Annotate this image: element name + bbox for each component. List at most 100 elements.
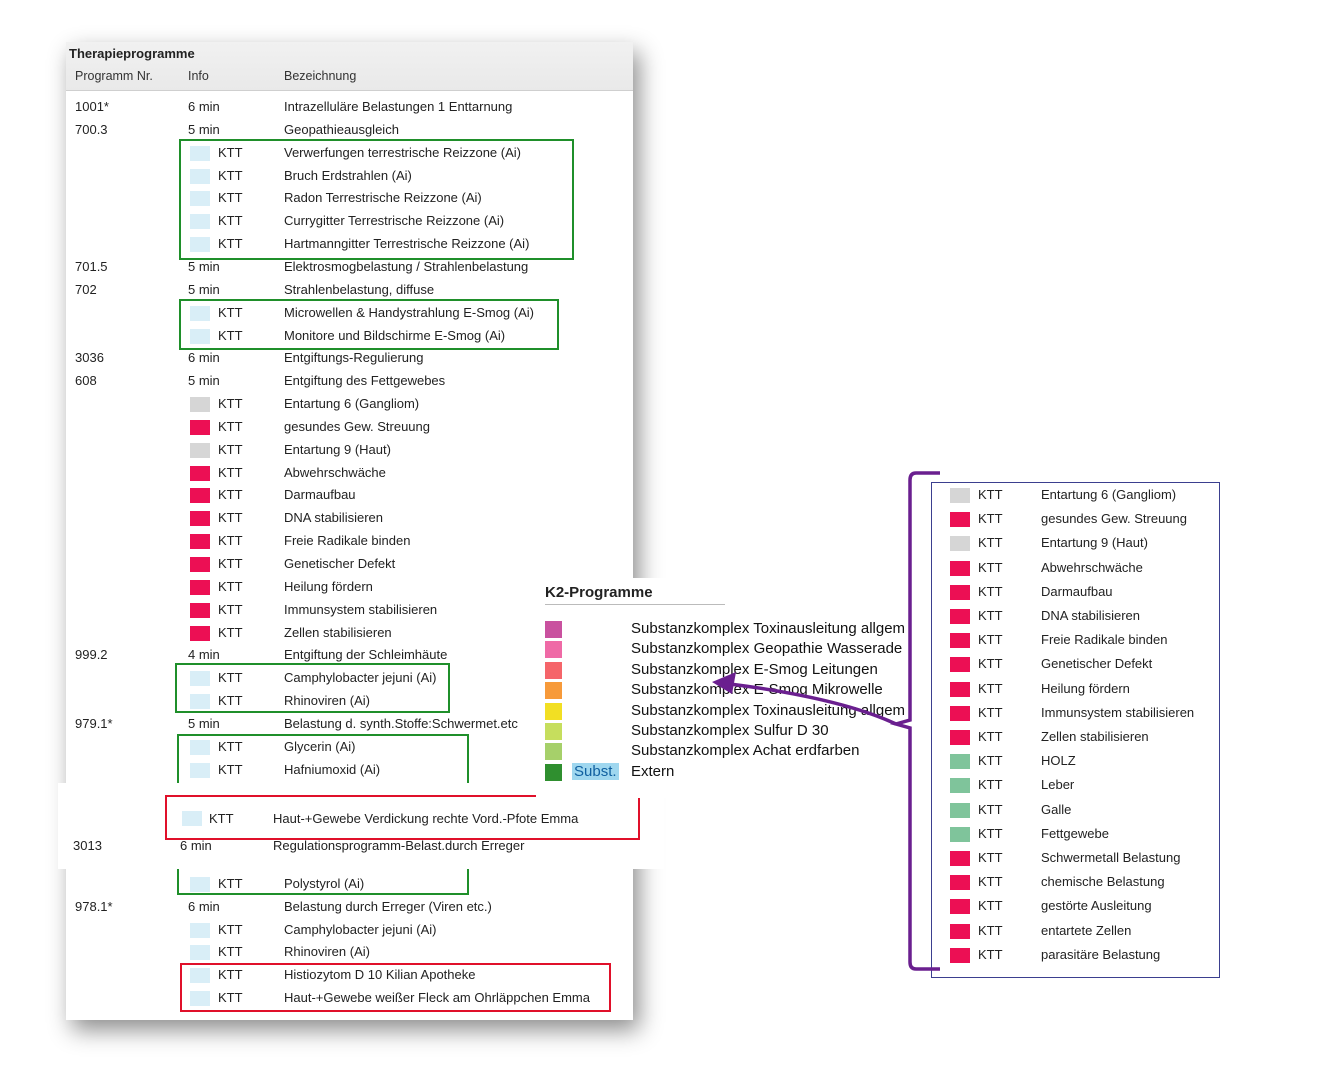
row-info: 5 min bbox=[188, 258, 220, 274]
sheet-header bbox=[66, 42, 633, 91]
row-info: KTT bbox=[978, 922, 1003, 938]
row-name: Geopathieausgleich bbox=[284, 121, 399, 137]
row-info: KTT bbox=[978, 777, 1003, 793]
row-nr: 978.1* bbox=[75, 898, 113, 914]
row-name: Immunsystem stabilisieren bbox=[1041, 704, 1195, 720]
row-name: gestörte Ausleitung bbox=[1041, 898, 1152, 914]
row-nr: 700.3 bbox=[75, 121, 108, 137]
swatch-pink-icon bbox=[950, 923, 970, 939]
row-name: Leber bbox=[1041, 777, 1075, 793]
row-name: Freie Radikale binden bbox=[1041, 632, 1168, 648]
group-box-esmog bbox=[179, 299, 559, 350]
row-info: 6 min bbox=[188, 898, 220, 914]
row-name: Haut-+Gewebe Verdickung rechte Vord.-Pfo… bbox=[273, 811, 579, 826]
row-info: KTT bbox=[978, 825, 1003, 841]
row-info: KTT bbox=[218, 670, 243, 686]
row-name: Genetischer Defekt bbox=[1041, 656, 1153, 672]
swatch-pink-icon bbox=[950, 633, 970, 649]
row-info: KTT bbox=[978, 850, 1003, 865]
k2-color-swatch-icon bbox=[545, 723, 562, 740]
row-info: 6 min bbox=[188, 99, 220, 114]
k2-item-label: Substanzkomplex Toxinausleitung allgem bbox=[631, 701, 906, 719]
row-info: KTT bbox=[978, 608, 1003, 623]
swatch-green-icon bbox=[950, 802, 970, 818]
swatch-pink-icon bbox=[950, 899, 970, 915]
swatch-grey-icon bbox=[950, 488, 970, 503]
row-name: Entartung 6 (Gangliom) bbox=[284, 396, 420, 412]
row-name: Hartmanngitter Terrestrische Reizzone (A… bbox=[284, 236, 530, 252]
swatch-light-icon bbox=[190, 739, 210, 755]
row-info: KTT bbox=[218, 487, 243, 503]
row-nr: 608 bbox=[75, 373, 97, 389]
k2-item-label: Extern bbox=[631, 762, 675, 780]
row-info: 6 min bbox=[188, 350, 220, 366]
swatch-pink-icon bbox=[190, 488, 210, 504]
swatch-light-icon bbox=[190, 671, 210, 687]
row-name: Camphylobacter jejuni (Ai) bbox=[284, 670, 437, 686]
k2-color-swatch-icon bbox=[545, 641, 562, 659]
swatch-pink-icon bbox=[950, 512, 970, 528]
row-name: Glycerin (Ai) bbox=[284, 738, 356, 754]
row-name: Elektrosmogbelastung / Strahlenbelastung bbox=[284, 258, 529, 274]
row-name: Darmaufbau bbox=[1041, 583, 1113, 599]
row-name: Monitore und Bildschirme E-Smog (Ai) bbox=[284, 327, 506, 343]
swatch-pink-icon bbox=[190, 534, 210, 550]
swatch-green-icon bbox=[950, 826, 970, 842]
row-name: Zellen stabilisieren bbox=[284, 624, 392, 640]
row-info: KTT bbox=[218, 510, 243, 526]
swatch-light-icon bbox=[190, 214, 210, 230]
row-nr: 999.2 bbox=[75, 647, 108, 663]
swatch-light-icon bbox=[190, 762, 210, 778]
group-box-polystyrol bbox=[177, 864, 469, 895]
row-name: Intrazelluläre Belastungen 1 Enttarnung bbox=[284, 99, 513, 114]
swatch-light-icon bbox=[190, 191, 210, 207]
row-info: KTT bbox=[978, 729, 1003, 744]
swatch-pink-icon bbox=[190, 579, 210, 595]
row-info: KTT bbox=[218, 761, 243, 777]
row-info: KTT bbox=[978, 632, 1003, 648]
row-nr: 979.1* bbox=[75, 715, 113, 731]
row-info: KTT bbox=[218, 144, 243, 160]
swatch-light-icon bbox=[190, 922, 210, 938]
row-name: Regulationsprogramm-Belast.durch Erreger bbox=[273, 838, 525, 853]
row-info: KTT bbox=[218, 738, 243, 754]
row-name: Rhinoviren (Ai) bbox=[284, 693, 370, 709]
row-name: Verwerfungen terrestrische Reizzone (Ai) bbox=[284, 144, 521, 160]
k2-item-label: Substanzkomplex Toxinausleitung allgem bbox=[631, 620, 906, 637]
red-box-verdickung bbox=[165, 795, 640, 840]
swatch-green-icon bbox=[950, 754, 970, 770]
row-info: KTT bbox=[978, 874, 1003, 890]
row-info: KTT bbox=[218, 533, 243, 549]
right-program-list bbox=[931, 482, 1220, 978]
column-header-nr: Programm Nr. bbox=[75, 69, 153, 83]
k2-item-label: Substanzkomplex E-Smog Mikrowelle bbox=[631, 681, 883, 699]
swatch-pink-icon bbox=[190, 602, 210, 618]
row-info: KTT bbox=[218, 464, 243, 480]
row-name: Entartung 9 (Haut) bbox=[284, 441, 391, 457]
row-name: Radon Terrestrische Reizzone (Ai) bbox=[284, 190, 482, 206]
row-info: KTT bbox=[218, 396, 243, 412]
swatch-light-icon bbox=[190, 945, 210, 961]
swatch-grey-icon bbox=[190, 397, 210, 413]
swatch-pink-icon bbox=[190, 557, 210, 572]
swatch-light-icon bbox=[190, 305, 210, 321]
row-name: Bruch Erdstrahlen (Ai) bbox=[284, 167, 412, 183]
row-info: 4 min bbox=[188, 647, 220, 663]
row-info: KTT bbox=[218, 876, 243, 891]
row-info: KTT bbox=[218, 304, 243, 320]
swatch-pink-icon bbox=[950, 705, 970, 721]
swatch-green-icon bbox=[950, 778, 970, 794]
row-info: KTT bbox=[978, 511, 1003, 527]
column-header-name: Bezeichnung bbox=[284, 69, 357, 83]
row-info: KTT bbox=[978, 946, 1003, 962]
row-info: KTT bbox=[978, 535, 1003, 551]
row-nr: 702 bbox=[75, 281, 97, 297]
row-name: Genetischer Defekt bbox=[284, 556, 396, 571]
row-info: KTT bbox=[218, 441, 243, 457]
swatch-light-icon bbox=[190, 237, 210, 253]
row-name: Zellen stabilisieren bbox=[1041, 729, 1149, 744]
row-info: KTT bbox=[978, 680, 1003, 696]
row-name: parasitäre Belastung bbox=[1041, 946, 1161, 962]
row-name: gesundes Gew. Streuung bbox=[1041, 511, 1187, 527]
swatch-grey-icon bbox=[190, 442, 210, 458]
